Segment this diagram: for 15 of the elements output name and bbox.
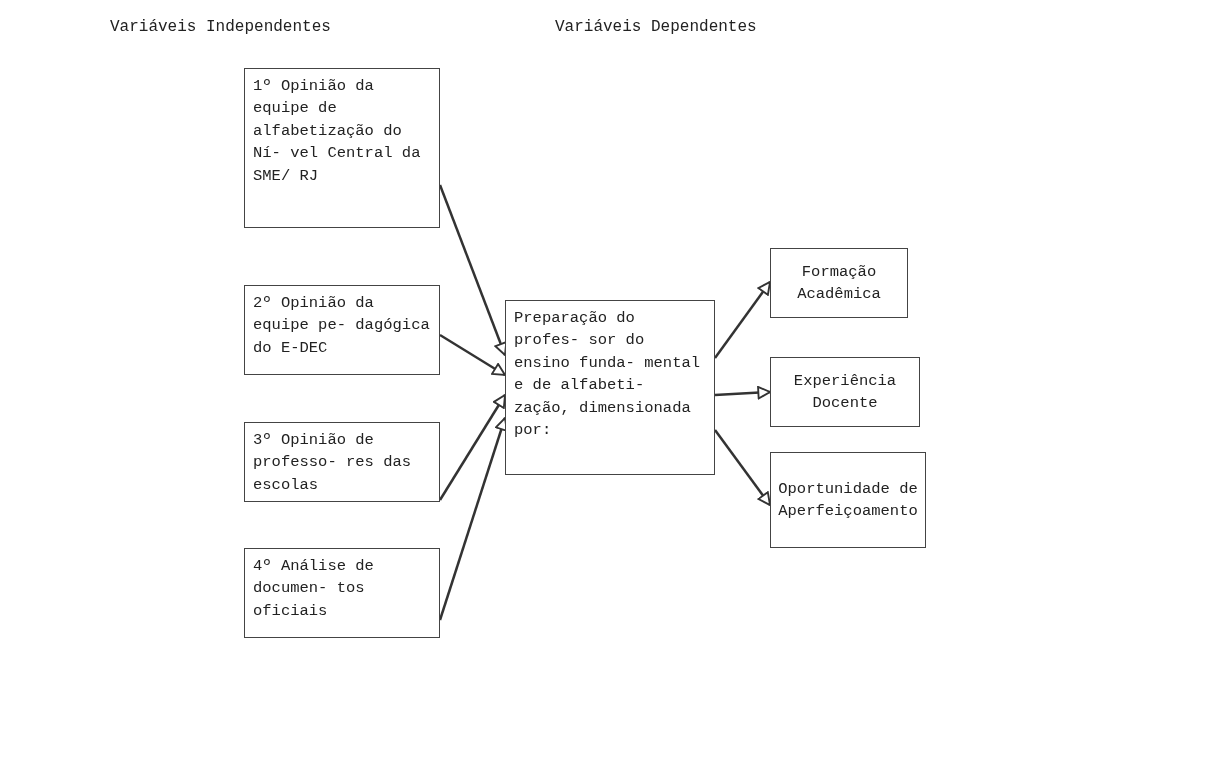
text-box: Formação Acadêmica (770, 248, 908, 318)
text-box: Oportunidade de Aperfeiçoamento (770, 452, 926, 548)
text-box: 3º Opinião de professo- res das escolas (244, 422, 440, 502)
arrow (439, 333, 506, 377)
text-box: 4º Análise de documen- tos oficiais (244, 548, 440, 638)
arrow (438, 394, 507, 501)
column-heading: Variáveis Dependentes (555, 18, 757, 36)
arrow (714, 385, 771, 400)
text-box: Experiência Docente (770, 357, 920, 427)
text-box: 1º Opinião da equipe de alfabetização do Ní- vel Central da SME/ RJ (244, 68, 440, 228)
arrow (714, 429, 771, 506)
arrow (714, 281, 771, 359)
column-heading: Variáveis Independentes (110, 18, 331, 36)
text-box: Preparação do profes- sor do ensino funda- mental e de alfabeti- zação, dimensionada por: (505, 300, 715, 475)
text-box: 2º Opinião da equipe pe- dagógica do E-DEC (244, 285, 440, 375)
